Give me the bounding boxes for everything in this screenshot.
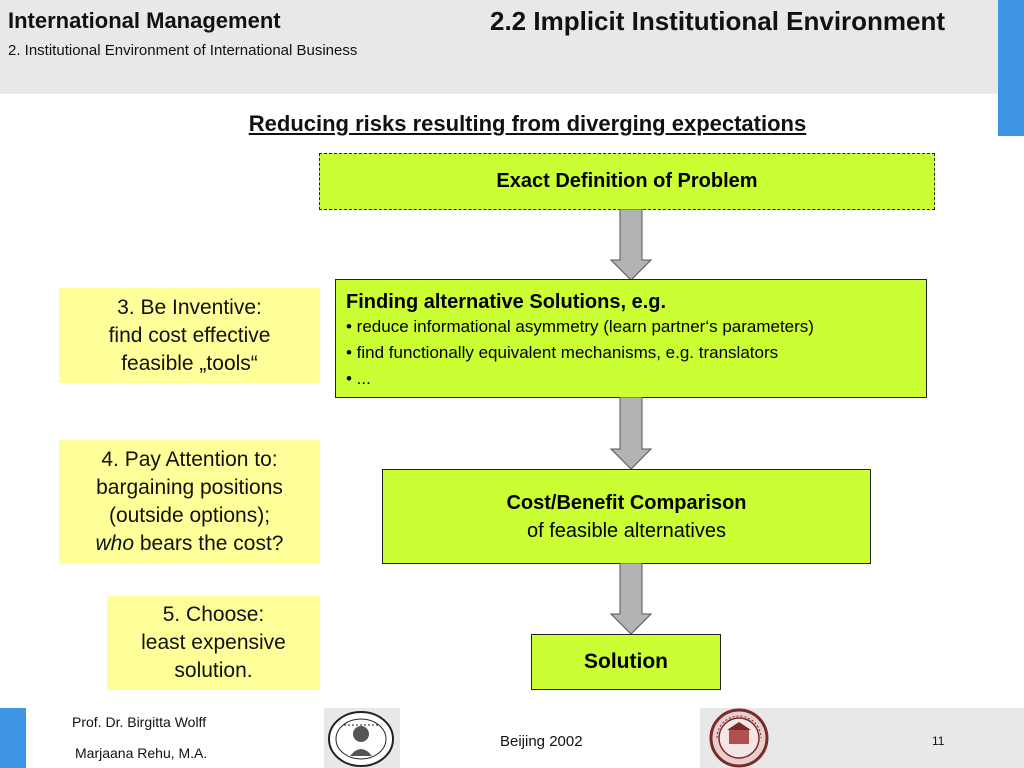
note-line: 3. Be Inventive:	[117, 295, 262, 319]
cost-benefit-subtitle: of feasible alternatives	[526, 519, 726, 542]
cost-benefit-box: Cost/Benefit Comparison of feasible alte…	[382, 469, 871, 564]
problem-definition-label: Exact Definition of Problem	[496, 170, 758, 192]
header-accent-bar	[998, 0, 1024, 136]
note-line: least expensive	[141, 631, 286, 654]
note-line: who bears the cost?	[96, 530, 284, 558]
header-band	[0, 0, 998, 94]
solution-bullet: • find functionally equivalent mechanism…	[346, 343, 779, 362]
solution-box: Solution	[531, 634, 721, 690]
cost-benefit-title: Cost/Benefit Comparison	[506, 491, 747, 514]
university-seal-left-icon	[328, 711, 394, 767]
page-number: 11	[932, 734, 945, 748]
footer-place: Beijing 2002	[500, 733, 583, 750]
note-line: feasible „tools“	[121, 351, 258, 375]
note-be-inventive: 3. Be Inventive: find cost effective fea…	[59, 288, 320, 383]
alternative-solutions-box: Finding alternative Solutions, e.g. • re…	[335, 279, 927, 398]
solution-bullet: • reduce informational asymmetry (learn …	[346, 317, 814, 336]
slide-subtitle: Reducing risks resulting from diverging …	[248, 111, 807, 136]
university-seal-right-icon	[709, 708, 769, 768]
author-name: Marjaana Rehu, M.A.	[75, 745, 208, 761]
course-title: International Management	[8, 8, 281, 33]
section-title: 2. Institutional Environment of Internat…	[8, 42, 358, 59]
solution-label: Solution	[584, 650, 668, 673]
author-name: Prof. Dr. Birgitta Wolff	[72, 714, 207, 730]
flow-arrow-3	[610, 563, 652, 635]
note-line: (outside options);	[108, 504, 271, 527]
note-pay-attention: 4. Pay Attention to: bargaining position…	[59, 440, 320, 564]
alternative-solutions-title: Finding alternative Solutions, e.g.	[346, 291, 667, 313]
note-line: find cost effective	[108, 323, 271, 347]
flow-arrow-2	[610, 397, 652, 470]
note-emphasis: who	[95, 532, 135, 555]
slide-title: 2.2 Implicit Institutional Environment	[490, 6, 946, 36]
flow-arrow-1	[610, 209, 652, 281]
note-line: 5. Choose:	[162, 603, 265, 626]
problem-definition-box: Exact Definition of Problem	[319, 153, 935, 210]
note-line: solution.	[174, 659, 253, 682]
footer-author-panel	[26, 708, 324, 768]
solution-bullet: • ...	[346, 369, 371, 388]
footer-place-panel	[400, 708, 700, 768]
note-line: 4. Pay Attention to:	[101, 448, 278, 471]
note-line-rest: bears the cost?	[134, 532, 284, 555]
note-line: bargaining positions	[96, 476, 283, 499]
footer-accent-bar	[0, 708, 26, 768]
note-choose: 5. Choose: least expensive solution.	[107, 596, 320, 690]
